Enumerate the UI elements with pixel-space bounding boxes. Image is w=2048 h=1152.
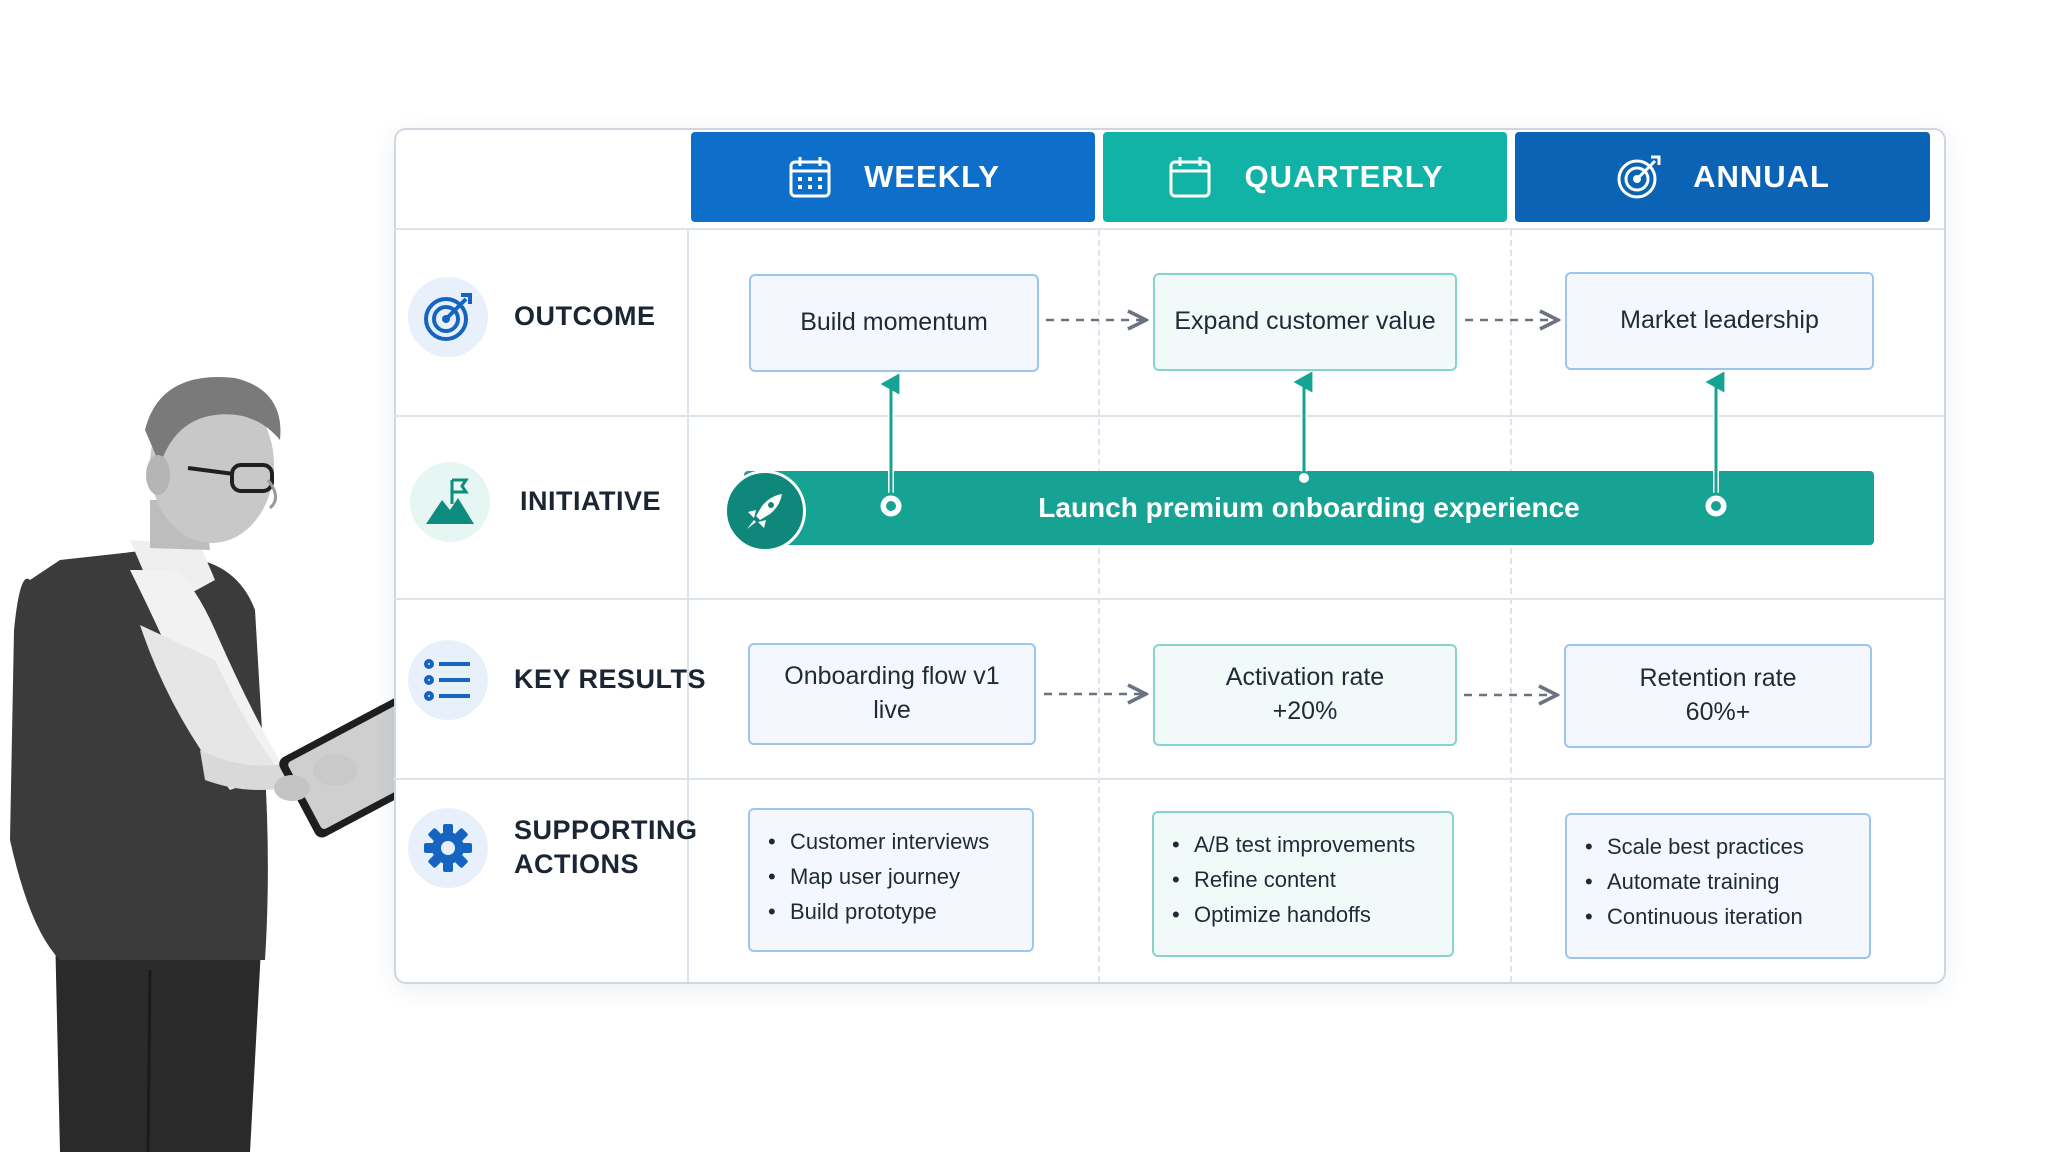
row-label-key-results: KEY RESULTS <box>408 640 706 720</box>
key-result-line: +20% <box>1272 697 1338 725</box>
row-divider <box>394 415 1944 417</box>
rocket-badge <box>724 470 806 552</box>
rocket-icon <box>747 494 782 529</box>
row-title-outcome: OUTCOME <box>514 301 656 332</box>
row-title-initiative: INITIATIVE <box>520 486 662 517</box>
column-divider <box>1098 230 1100 982</box>
outcome-box-quarterly: Expand customer value <box>1153 273 1457 371</box>
flag-mountain-icon <box>410 462 490 542</box>
list-item: Continuous iteration <box>1585 899 1855 934</box>
outcome-text: Market leadership <box>1620 306 1819 335</box>
actions-box-annual: Scale best practices Automate training C… <box>1565 813 1871 959</box>
outcome-box-annual: Market leadership <box>1565 272 1874 370</box>
target-icon <box>1617 155 1661 199</box>
actions-box-weekly: Customer interviews Map user journey Bui… <box>748 808 1034 952</box>
key-result-box-weekly: Onboarding flow v1 live <box>748 643 1036 745</box>
outcome-text: Build momentum <box>800 308 988 337</box>
list-item: Automate training <box>1585 864 1855 899</box>
key-result-line: Activation rate <box>1225 663 1385 692</box>
key-result-line: Retention rate <box>1639 664 1797 693</box>
person-with-tablet-illustration <box>10 377 440 1152</box>
calendar-icon <box>789 157 831 198</box>
calendar-icon <box>1169 157 1211 198</box>
column-divider <box>1510 230 1512 982</box>
column-label-annual: ANNUAL <box>1693 159 1830 194</box>
column-header-quarterly: QUARTERLY <box>1103 132 1507 222</box>
list-item: A/B test improvements <box>1172 827 1438 862</box>
key-result-line: 60%+ <box>1685 698 1751 726</box>
row-label-outcome: OUTCOME <box>408 277 656 357</box>
row-title-line: ACTIONS <box>514 849 639 879</box>
list-icon <box>408 640 488 720</box>
gear-icon <box>408 808 488 888</box>
list-item: Refine content <box>1172 862 1438 897</box>
column-header-weekly: WEEKLY <box>691 132 1095 222</box>
key-result-box-annual: Retention rate 60%+ <box>1564 644 1872 748</box>
row-title-supporting-actions: SUPPORTING ACTIONS <box>514 814 698 882</box>
row-divider <box>394 598 1944 600</box>
list-item: Map user journey <box>768 859 1018 894</box>
target-icon <box>408 277 488 357</box>
initiative-bar: Launch premium onboarding experience <box>744 471 1874 545</box>
row-title-line: SUPPORTING <box>514 815 698 846</box>
key-result-line: Onboarding flow v1 <box>784 662 1000 691</box>
row-label-initiative: INITIATIVE <box>410 462 661 542</box>
outcome-text: Expand customer value <box>1174 307 1436 336</box>
list-item: Build prototype <box>768 894 1018 929</box>
key-result-line: live <box>873 696 911 724</box>
row-title-key-results: KEY RESULTS <box>514 664 707 695</box>
column-header-annual: ANNUAL <box>1515 132 1930 222</box>
header-divider <box>394 228 1944 230</box>
list-item: Customer interviews <box>768 824 1018 859</box>
list-item: Optimize handoffs <box>1172 897 1438 932</box>
column-label-weekly: WEEKLY <box>864 159 1000 194</box>
row-divider <box>394 778 1944 780</box>
label-column-divider <box>687 230 689 982</box>
key-result-box-quarterly: Activation rate +20% <box>1153 644 1457 746</box>
initiative-text: Launch premium onboarding experience <box>1038 492 1580 523</box>
actions-box-quarterly: A/B test improvements Refine content Opt… <box>1152 811 1454 957</box>
column-label-quarterly: QUARTERLY <box>1244 159 1444 194</box>
row-label-supporting-actions: SUPPORTING ACTIONS <box>408 808 698 888</box>
outcome-box-weekly: Build momentum <box>749 274 1039 372</box>
list-item: Scale best practices <box>1585 829 1855 864</box>
